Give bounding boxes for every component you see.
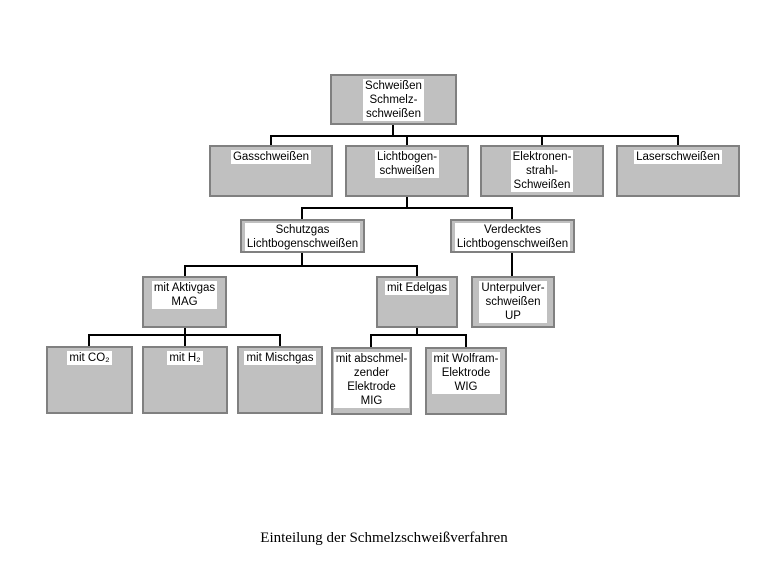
connector-co2-up: [88, 334, 90, 346]
connector-level5-right-horizontal: [370, 334, 467, 336]
node-label: mit abschmel- zender Elektrode MIG: [333, 352, 410, 408]
connector-mischgas-up: [279, 334, 281, 346]
node-verdecktes-lichtbogenschweissen: Verdecktes Lichtbogenschweißen: [450, 219, 575, 253]
node-label: mit CO₂: [67, 351, 112, 365]
connector-level4-horizontal: [184, 265, 418, 267]
node-mit-mischgas: mit Mischgas: [237, 346, 323, 414]
connector-verdecktes-up: [511, 207, 513, 219]
connector-root-down: [392, 125, 394, 136]
node-unterpulverschweissen-up: Unterpulver- schweißen UP: [471, 276, 555, 328]
node-label: Laserschweißen: [634, 150, 722, 164]
connector-schutzgas-up: [301, 207, 303, 219]
connector-lichtbogen-down: [406, 197, 408, 208]
node-label: mit Mischgas: [244, 351, 316, 365]
connector-mig-up: [370, 334, 372, 347]
connector-laser-up: [677, 135, 679, 145]
node-gasschweissen: Gasschweißen: [209, 145, 333, 197]
node-label: Elektronen- strahl- Schweißen: [510, 150, 574, 192]
node-schweissen-schmelzschweissen: Schweißen Schmelz- schweißen: [330, 74, 457, 125]
connector-edelgas-up: [416, 265, 418, 276]
connector-lichtbogen-up: [406, 135, 408, 145]
node-label: Schweißen Schmelz- schweißen: [363, 79, 424, 121]
node-mit-wolfram-elektrode-wig: mit Wolfram- Elektrode WIG: [425, 347, 507, 415]
node-mit-edelgas: mit Edelgas: [376, 276, 458, 328]
node-mit-co2: mit CO₂: [46, 346, 133, 414]
node-label: Unterpulver- schweißen UP: [479, 281, 547, 323]
node-label: mit Edelgas: [384, 281, 450, 295]
node-label: mit H₂: [167, 351, 203, 365]
node-label: Schutzgas Lichtbogenschweißen: [244, 223, 361, 251]
connector-aktivgas-up: [184, 265, 186, 276]
connector-level5-left-horizontal: [88, 334, 281, 336]
connector-edelgas-down: [416, 328, 418, 335]
connector-elektronenstrahl-up: [541, 135, 543, 145]
node-label: mit Wolfram- Elektrode WIG: [431, 352, 501, 394]
connector-gasschweissen-up: [270, 135, 272, 145]
node-label: Gasschweißen: [230, 150, 312, 164]
node-label: mit Aktivgas MAG: [151, 281, 218, 309]
node-mit-h2: mit H₂: [142, 346, 228, 414]
node-schutzgas-lichtbogenschweissen: Schutzgas Lichtbogenschweißen: [240, 219, 365, 253]
figure-caption: Einteilung der Schmelzschweißverfahren: [260, 530, 508, 546]
node-mit-aktivgas-mag: mit Aktivgas MAG: [142, 276, 227, 328]
node-mit-abschmelzender-elektrode-mig: mit abschmel- zender Elektrode MIG: [331, 347, 412, 415]
node-laserschweissen: Laserschweißen: [616, 145, 740, 197]
connector-level3-horizontal: [301, 207, 513, 209]
node-label: Verdecktes Lichtbogenschweißen: [454, 223, 571, 251]
node-elektronenstrahlschweissen: Elektronen- strahl- Schweißen: [480, 145, 604, 197]
connector-verdecktes-to-unterpulver: [511, 253, 513, 276]
connector-wig-up: [465, 334, 467, 347]
connector-schutzgas-down: [301, 253, 303, 266]
connector-level2-horizontal: [270, 135, 679, 137]
node-label: Lichtbogen- schweißen: [374, 150, 440, 178]
node-lichtbogenschweissen: Lichtbogen- schweißen: [345, 145, 469, 197]
connector-aktivgas-down: [184, 328, 186, 346]
